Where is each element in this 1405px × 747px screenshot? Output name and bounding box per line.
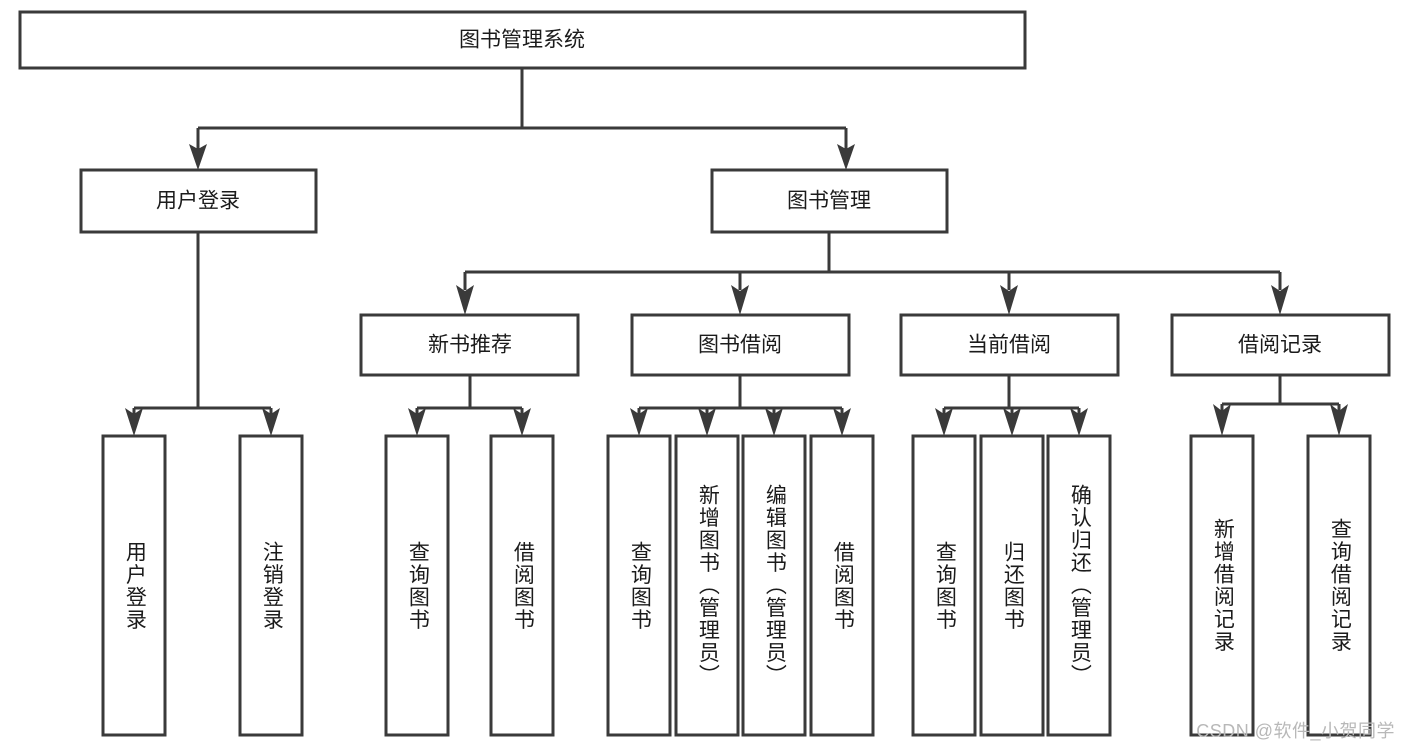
node-root-label: 图书管理系统 — [459, 29, 585, 52]
leaf-node-query-borrow-record[interactable] — [1306, 434, 1372, 737]
node-root[interactable]: 图书管理系统 — [18, 10, 1027, 70]
leaf-node-add-borrow-record[interactable] — [1189, 434, 1255, 737]
leaf-node-add-book-admin[interactable] — [674, 434, 740, 737]
connector-root-to-level2 — [189, 68, 855, 170]
leaf-node-query-book-recommend[interactable] — [384, 434, 450, 737]
leaf-node-edit-book-admin[interactable] — [741, 434, 807, 737]
node-book-management[interactable]: 图书管理 — [710, 168, 949, 234]
node-book-management-label: 图书管理 — [787, 190, 871, 213]
leaf-node-user-login[interactable] — [101, 434, 167, 737]
leaf-node-borrow-book[interactable] — [809, 434, 875, 737]
leaf-node-borrow-book-recommend[interactable] — [489, 434, 555, 737]
leaf-node-return-book[interactable] — [979, 434, 1045, 737]
leaf-node-query-book-borrow[interactable] — [606, 434, 672, 737]
node-user-login[interactable]: 用户登录 — [79, 168, 318, 234]
connector-bookmgmt-to-level3 — [456, 232, 1289, 315]
connector-newbook-to-leaves — [408, 375, 531, 436]
leaf-node-confirm-return-admin[interactable] — [1046, 434, 1112, 737]
leaf-node-logout[interactable] — [238, 434, 304, 737]
leaf-node-query-book-current[interactable] — [911, 434, 977, 737]
connector-currentborrow-to-leaves — [935, 375, 1088, 436]
node-book-borrow-label: 图书借阅 — [698, 334, 782, 357]
node-current-borrow-label: 当前借阅 — [967, 334, 1051, 357]
connector-userlogin-to-leaves — [125, 232, 280, 436]
node-book-borrow[interactable]: 图书借阅 — [630, 313, 851, 377]
node-new-book-recommend[interactable]: 新书推荐 — [359, 313, 580, 377]
connector-bookborrow-to-leaves — [630, 375, 851, 436]
connector-borrowrecord-to-leaves — [1213, 375, 1348, 436]
node-borrow-record[interactable]: 借阅记录 — [1170, 313, 1391, 377]
watermark: CSDN @软件_小贺同学 — [1196, 721, 1395, 741]
node-borrow-record-label: 借阅记录 — [1238, 334, 1322, 357]
node-current-borrow[interactable]: 当前借阅 — [899, 313, 1120, 377]
node-new-book-recommend-label: 新书推荐 — [428, 334, 512, 357]
node-user-login-label: 用户登录 — [156, 190, 240, 213]
